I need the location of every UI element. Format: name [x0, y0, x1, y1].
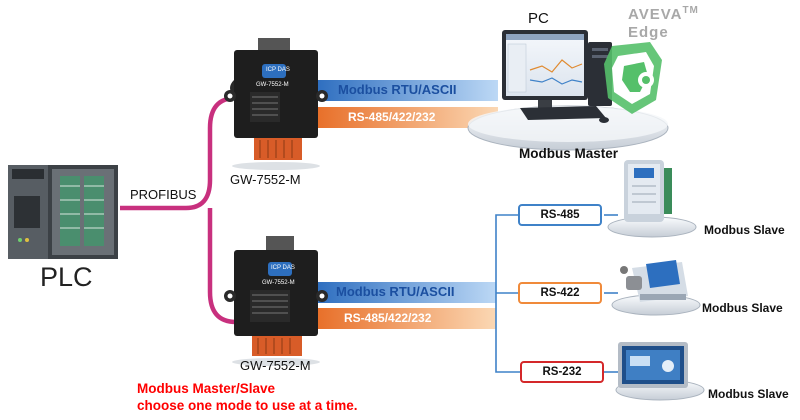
gateway-bottom — [224, 236, 328, 356]
slave-io-module — [624, 160, 672, 222]
mode-note-line2: choose one mode to use at a time. — [137, 398, 358, 413]
gateway-top-model-plate: GW-7552-M — [256, 82, 289, 88]
serial-bar-bottom — [318, 308, 496, 329]
pc-computer — [502, 30, 612, 123]
plc-device — [8, 165, 118, 259]
aveva-trademark: TM — [682, 5, 699, 16]
slave-label-rs422: Modbus Slave — [702, 301, 783, 315]
gateway-bottom-model-plate: GW-7552-M — [262, 280, 295, 286]
aveva-subname: Edge — [628, 24, 669, 41]
gateway-top-brand: ICP DAS — [266, 67, 290, 73]
mode-note-line1: Modbus Master/Slave — [137, 381, 276, 396]
aveva-name: AVEVA — [628, 6, 683, 23]
profibus-label: PROFIBUS — [130, 187, 197, 202]
bus-pill-rs232: RS-232 — [520, 361, 604, 383]
branch-line — [495, 214, 520, 373]
slave-meter — [620, 260, 688, 302]
modbus-bar-bottom — [318, 282, 496, 303]
gateway-top — [224, 38, 328, 160]
pc-label: PC — [528, 10, 549, 27]
gateway-top-label: GW-7552-M — [230, 172, 301, 187]
protocol-label-top: Modbus RTU/ASCII — [338, 82, 457, 97]
bus-pill-rs485: RS-485 — [518, 204, 602, 226]
plc-label: PLC — [40, 262, 93, 292]
aveva-shield-icon — [604, 42, 662, 114]
modbus-bar-top — [318, 80, 498, 101]
gateway-bottom-label: GW-7552-M — [240, 358, 311, 373]
aveva-edge-logo: AVEVATM Edge — [628, 2, 699, 42]
slave-label-rs232: Modbus Slave — [708, 387, 789, 401]
protocol-label-bottom: Modbus RTU/ASCII — [336, 284, 455, 299]
slave-label-rs485: Modbus Slave — [704, 223, 785, 237]
profibus-cable-lower — [207, 208, 237, 325]
modbus-master-label: Modbus Master — [519, 146, 619, 161]
serial-bar-top — [318, 107, 498, 128]
interface-label-top: RS-485/422/232 — [348, 110, 436, 124]
gateway-bottom-brand: ICP DAS — [271, 265, 295, 271]
bus-pill-rs422: RS-422 — [518, 282, 602, 304]
profibus-cable — [120, 95, 237, 211]
slave-touch-panel — [618, 342, 688, 388]
interface-label-bottom: RS-485/422/232 — [344, 311, 432, 325]
mode-note: Modbus Master/Slave choose one mode to u… — [137, 380, 358, 414]
